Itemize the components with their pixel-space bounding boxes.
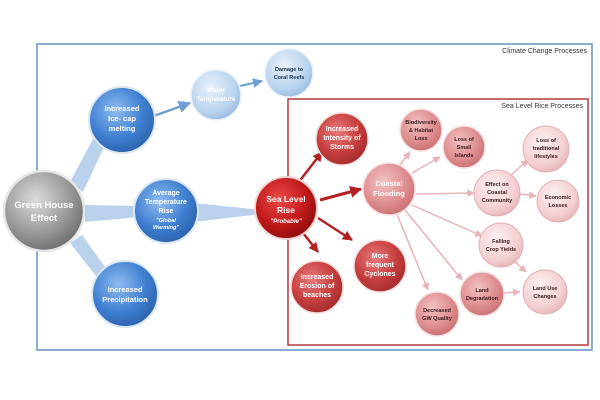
sea-level-frame-label: Sea Level Rice Processes	[501, 103, 583, 110]
connector-avgtemp-sealevel	[193, 203, 262, 222]
arrow-sealevel-cyclones	[317, 216, 353, 242]
arrow-flooding-community	[415, 189, 475, 197]
connector-greenhouse-avgtemp	[85, 205, 138, 222]
arrow-flooding-landdeg	[404, 209, 463, 281]
connector-greenhouse-precip	[70, 235, 110, 281]
arrow-flooding-gw	[395, 211, 429, 291]
arrow-sealevel-storms	[297, 151, 323, 184]
arrow-watertemp-coral	[239, 78, 263, 88]
arrow-flooding-islands	[411, 156, 441, 174]
arrow-sealevel-flooding	[319, 186, 363, 202]
arrow-flooding-biodiversity	[399, 151, 411, 166]
arrow-flooding-crops	[411, 204, 483, 237]
arrow-sealevel-erosion	[302, 232, 319, 253]
arrow-community-economic	[519, 191, 537, 199]
arrow-community-lifestyles	[509, 159, 529, 177]
svg-text:"Probable": "Probable"	[270, 219, 302, 225]
arrow-landdeg-landuse	[502, 288, 521, 297]
climate-frame-label: Climate Change Processes	[502, 48, 587, 55]
